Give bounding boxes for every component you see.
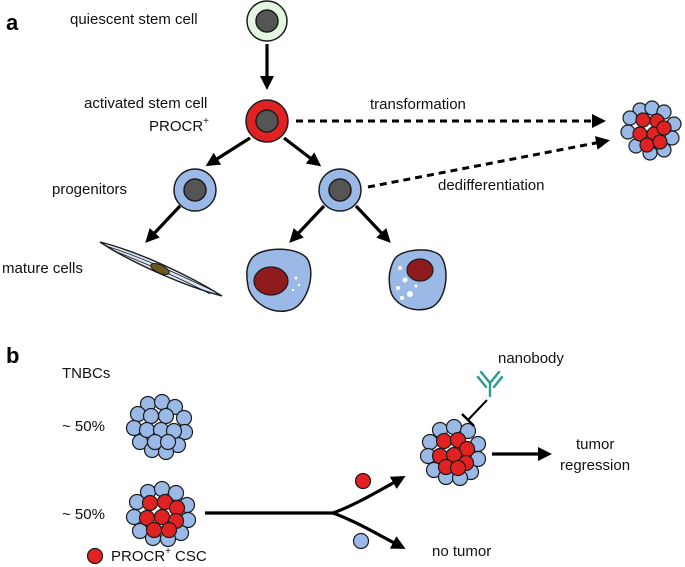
legend-procr-csc: PROCR+CSC <box>86 546 207 565</box>
pct-bottom-label: ~ 50% <box>62 506 105 523</box>
transplant-blue-cell <box>352 532 370 550</box>
inhibition-bar <box>461 413 475 427</box>
arrow-activated-to-progenitor-right <box>283 136 322 167</box>
panel-b-letter: b <box>6 343 19 368</box>
progenitors-label: progenitors <box>52 181 127 198</box>
transplant-red-cell <box>354 472 372 490</box>
nanobody-icon <box>476 370 504 398</box>
legend-label: PROCR+CSC <box>111 546 207 565</box>
activated-label: activated stem cell <box>84 95 207 112</box>
tumor-mixed-csc <box>125 480 197 548</box>
mature-spindle-cell <box>99 241 223 297</box>
nanobody-label: nanobody <box>498 350 564 367</box>
panel-a-letter: a <box>6 10 19 35</box>
quiescent-stem-cell <box>246 0 288 42</box>
tumor-resulting <box>419 418 487 487</box>
mature-cells-label: mature cells <box>2 260 83 277</box>
inhibition-line <box>467 399 488 421</box>
tumor-cluster-a <box>620 100 682 161</box>
arrow-to-mature-spindle <box>145 204 182 243</box>
progenitor-cell-right <box>318 168 362 212</box>
mature-round-cell-right <box>388 249 447 311</box>
arrow-to-mature-round-right <box>354 204 391 243</box>
arrow-to-mature-round-left <box>289 204 326 243</box>
procr-label: PROCR+ <box>149 116 209 135</box>
activated-stem-cell <box>245 99 289 143</box>
tnbcs-label: TNBCs <box>62 365 110 382</box>
tumor-blue-only <box>125 393 194 461</box>
tumor-regression-label-2: regression <box>560 457 630 474</box>
mature-round-cell-left <box>246 248 312 313</box>
tumor-regression-label-1: tumor <box>576 436 614 453</box>
quiescent-label: quiescent stem cell <box>70 11 198 28</box>
progenitor-cell-left <box>173 168 217 212</box>
dedifferentiation-label: dedifferentiation <box>438 177 544 194</box>
transformation-label: transformation <box>370 96 466 113</box>
arrow-branch-down <box>332 511 406 549</box>
pct-top-label: ~ 50% <box>62 418 105 435</box>
arrow-branch-up <box>332 476 406 515</box>
no-tumor-label: no tumor <box>432 543 491 560</box>
arrow-dedifferentiation <box>367 136 610 189</box>
legend-red-dot <box>86 547 104 565</box>
arrow-activated-to-progenitor-left <box>205 136 251 167</box>
